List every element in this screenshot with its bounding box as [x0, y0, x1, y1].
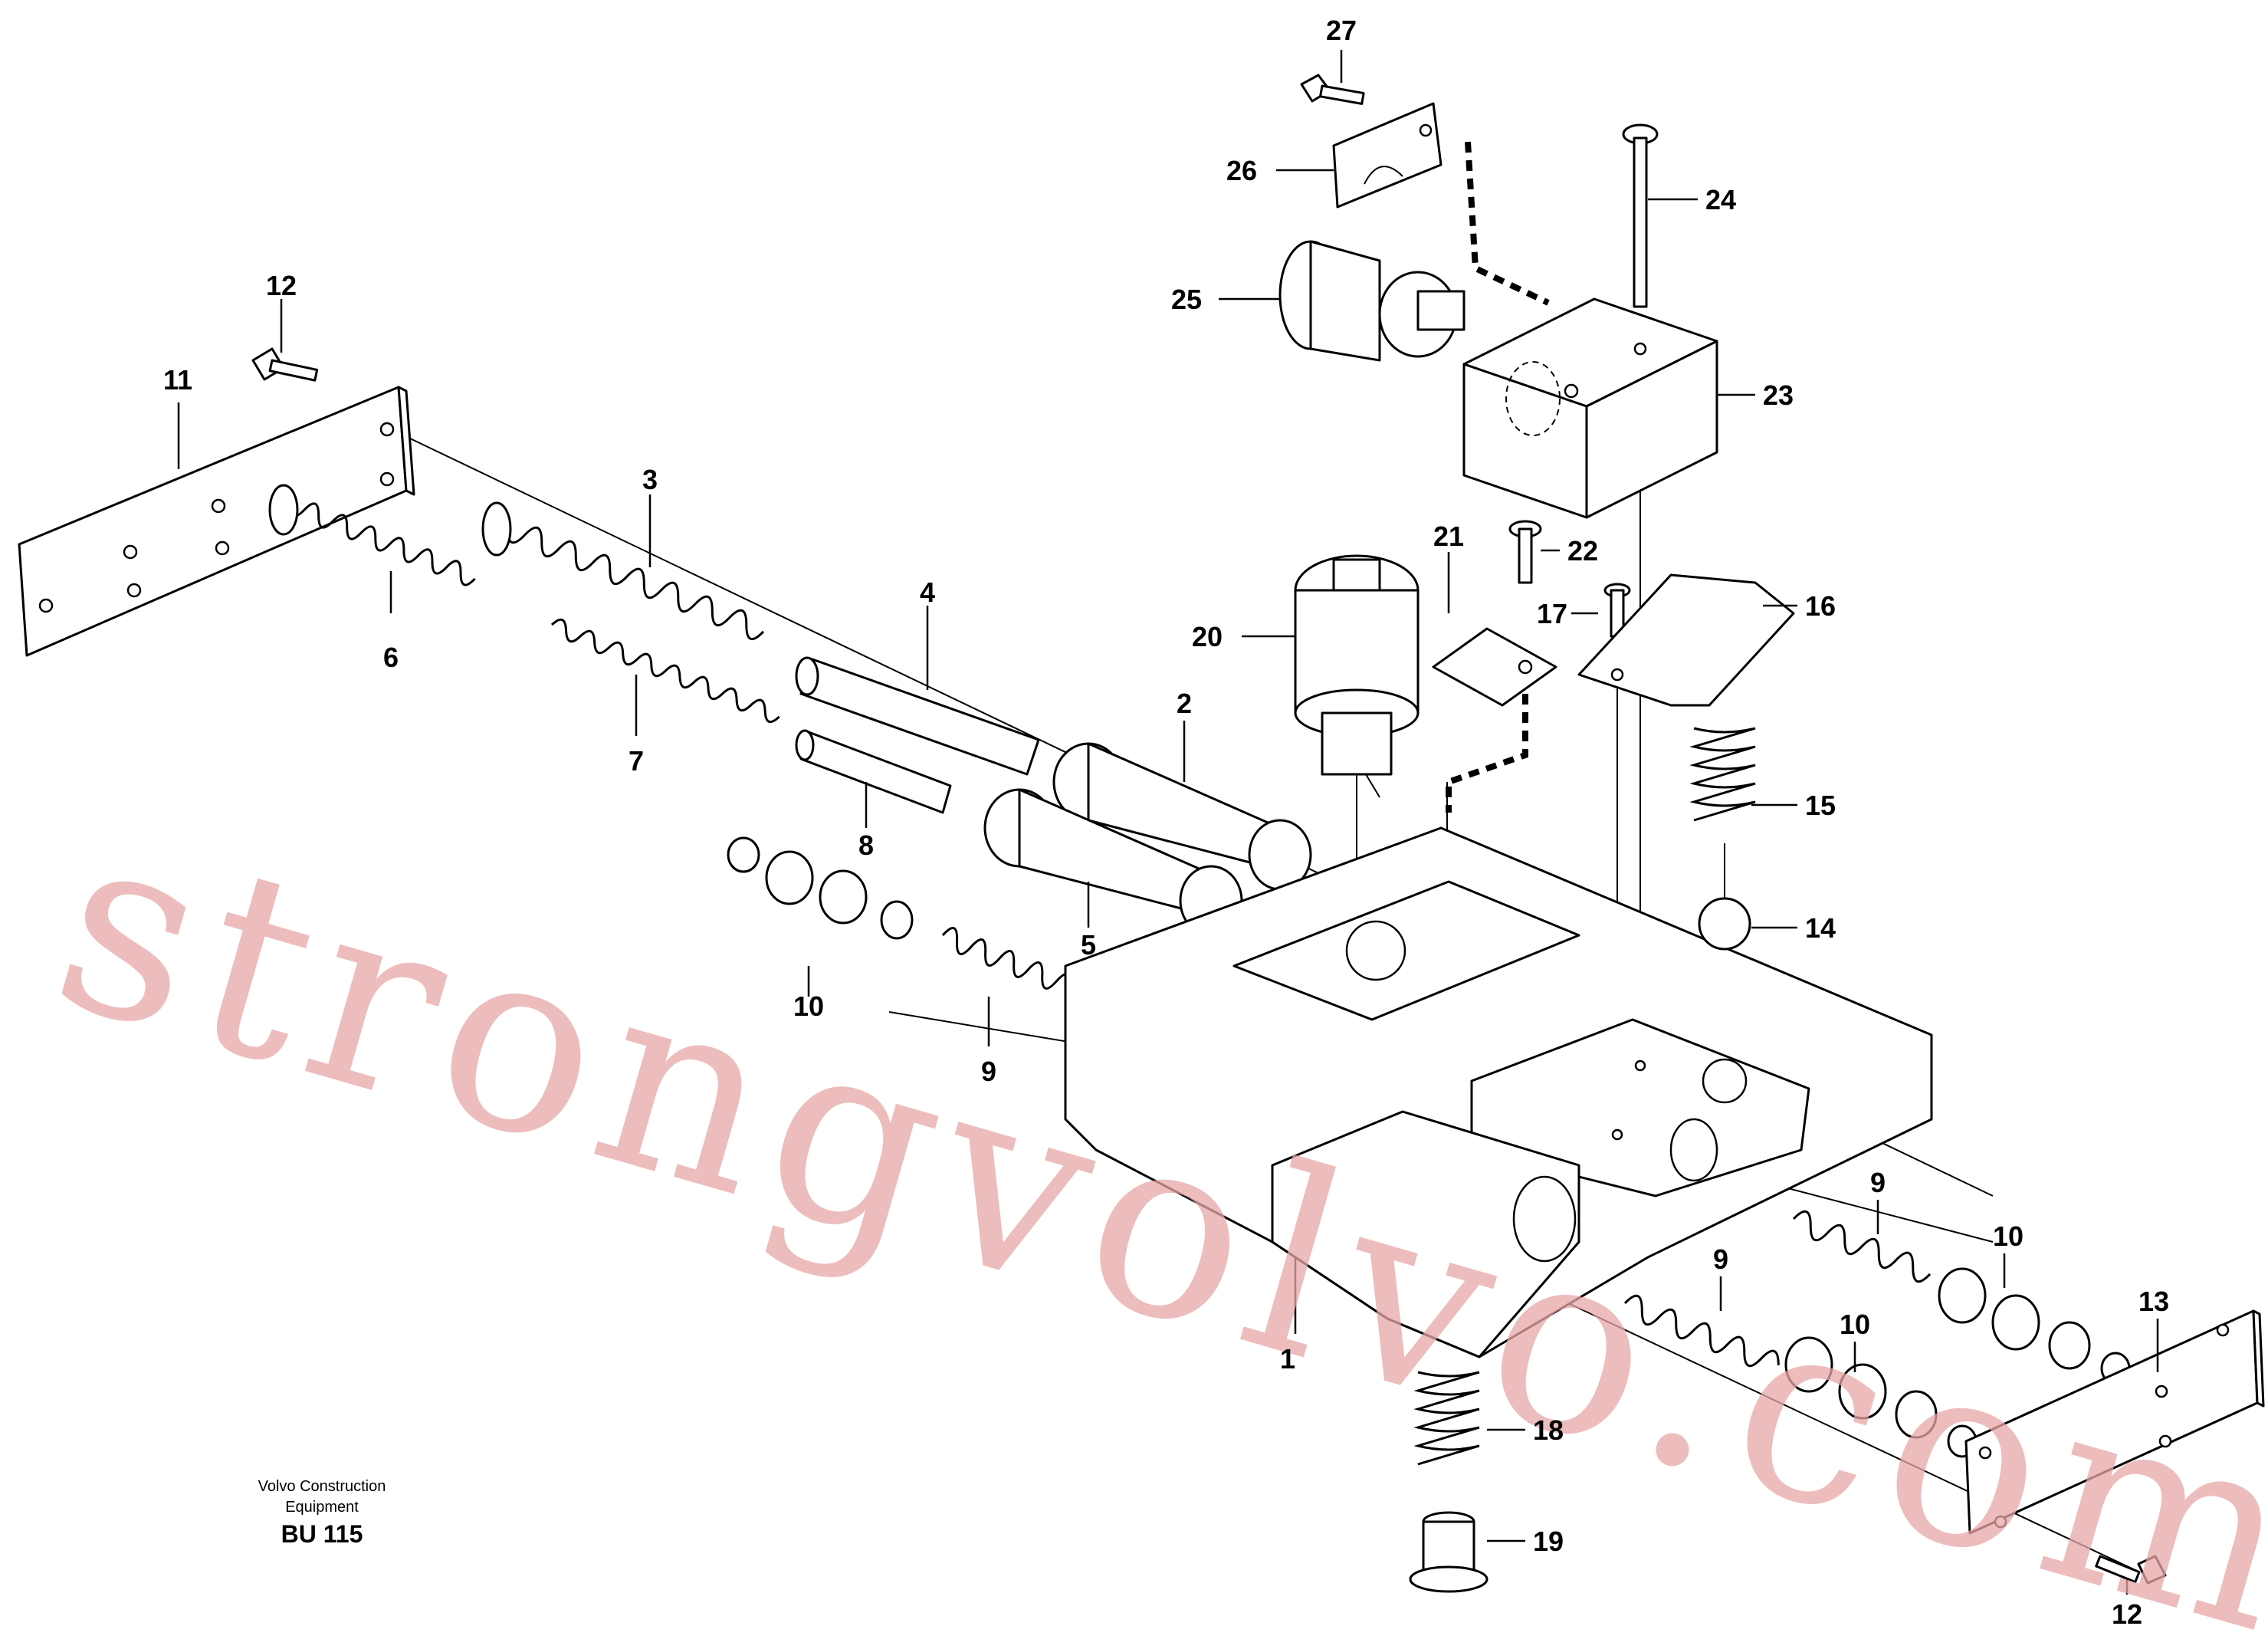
callout-leaders: [177, 50, 2159, 1595]
callout-8: 8: [858, 829, 874, 861]
spring-3: [481, 501, 765, 641]
callout-3: 3: [642, 464, 658, 495]
screw-22: [1508, 520, 1542, 584]
callout-25: 25: [1171, 284, 1202, 315]
callout-14: 14: [1805, 912, 1836, 944]
spool-10-right-a: [1938, 1267, 2131, 1385]
callout-27: 27: [1326, 15, 1357, 46]
callout-5: 5: [1081, 929, 1096, 961]
callout-10-right-top: 10: [1993, 1220, 2023, 1252]
callout-13: 13: [2138, 1286, 2169, 1317]
rod-4: [795, 656, 1040, 776]
footer-line-1: Volvo Construction: [258, 1478, 386, 1495]
spring-18: [1413, 1371, 1480, 1466]
callout-11: 11: [163, 364, 192, 396]
valve-body-1: [1064, 826, 1933, 1358]
watermark: strongvolvo.com: [30, 771, 2268, 1649]
callout-numbers: 27 26 24 25 23 12 11 3 21 22 16 17 20 6 …: [163, 15, 2169, 1630]
callout-17: 17: [1537, 598, 1567, 629]
callout-12-right: 12: [2112, 1598, 2142, 1630]
spring-6: [268, 484, 476, 586]
spring-7: [550, 618, 780, 724]
footer-code: BU 115: [281, 1520, 363, 1548]
callout-19: 19: [1533, 1526, 1564, 1557]
callout-9-right-bottom: 9: [1713, 1243, 1728, 1275]
plate-11: [18, 386, 415, 657]
spring-9-right-a: [1792, 1210, 1932, 1283]
spring-9-left: [941, 927, 1072, 990]
callout-1: 1: [1280, 1343, 1295, 1375]
callout-9-left: 9: [981, 1056, 996, 1087]
callout-10-right-bottom: 10: [1840, 1309, 1870, 1340]
ball-14: [1698, 897, 1751, 951]
callout-15: 15: [1805, 790, 1836, 821]
bracket-16: [1577, 573, 1795, 707]
spring-9-right-b: [1623, 1294, 1780, 1368]
spool-2: [1052, 742, 1312, 891]
callout-16: 16: [1805, 590, 1836, 622]
bolt-12-right: [2095, 1555, 2167, 1585]
callout-10-left: 10: [793, 990, 824, 1022]
callout-7: 7: [629, 745, 644, 777]
solenoid-20: [1294, 554, 1420, 776]
spring-15: [1689, 727, 1756, 822]
callout-12-left: 12: [266, 270, 297, 301]
callout-2: 2: [1177, 688, 1192, 719]
rod-8: [795, 729, 952, 814]
plug-19: [1409, 1511, 1488, 1593]
callout-6: 6: [383, 642, 399, 673]
bolt-12-left: [251, 347, 319, 382]
bracket-21: [1432, 627, 1557, 707]
callout-9-right-top: 9: [1870, 1167, 1886, 1198]
screw-27: [1300, 74, 1365, 105]
bolt-24: [1622, 123, 1659, 308]
callout-18: 18: [1533, 1414, 1564, 1446]
callout-4: 4: [920, 576, 935, 608]
callout-23: 23: [1763, 379, 1794, 411]
callout-26: 26: [1226, 155, 1257, 186]
callout-20: 20: [1192, 621, 1223, 652]
plate-26: [1332, 102, 1443, 209]
footer-line-2: Equipment: [285, 1499, 359, 1516]
callout-24: 24: [1705, 184, 1736, 215]
spool-10-left: [727, 836, 914, 940]
plate-13: [1964, 1309, 2265, 1535]
solenoid-25: [1278, 240, 1466, 362]
callout-22: 22: [1567, 535, 1598, 567]
footer: Volvo Construction Equipment BU 115: [258, 1478, 386, 1548]
callout-21: 21: [1433, 521, 1464, 552]
block-23: [1462, 297, 1718, 519]
